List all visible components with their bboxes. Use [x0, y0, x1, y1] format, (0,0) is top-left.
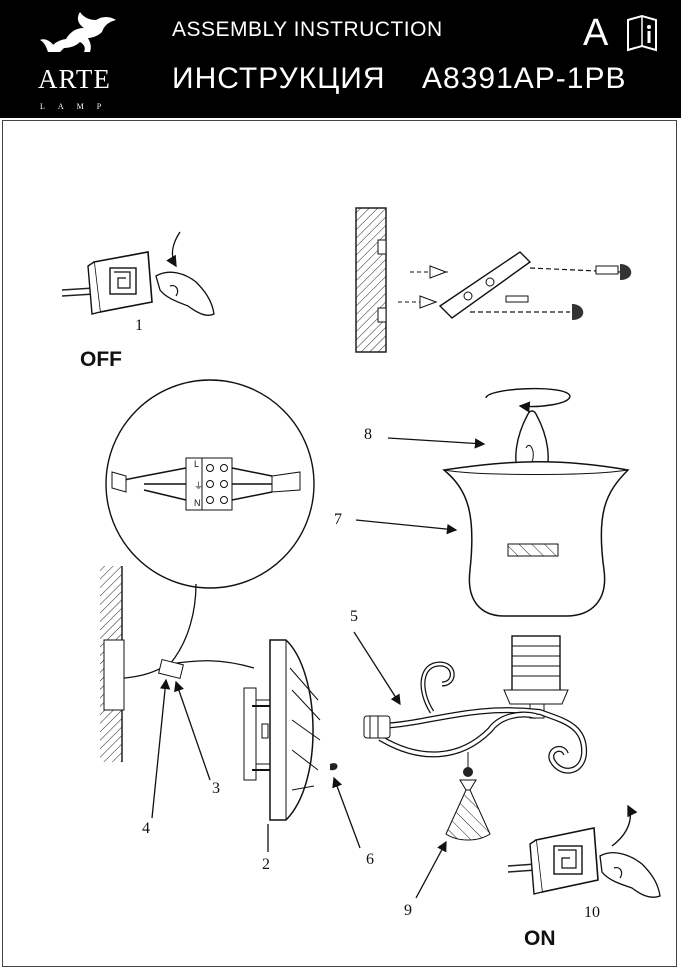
brand-name: ARTE [38, 64, 111, 94]
ground-symbol: ⏚ [194, 481, 203, 491]
callout-leaders [151, 678, 447, 899]
book-info-icon [627, 14, 657, 52]
wall-mount-illustration [355, 207, 632, 353]
callout-4: 4 [142, 820, 150, 837]
griffin-logo-icon [40, 12, 116, 52]
title-english: ASSEMBLY INSTRUCTION [172, 18, 443, 41]
callout-10: 10 [584, 904, 600, 921]
switch-off-illustration [61, 231, 215, 316]
callout-8: 8 [364, 426, 372, 443]
callout-2: 2 [262, 856, 270, 873]
lamp-arm-illustration [353, 631, 588, 841]
terminal-label-n: N [194, 498, 201, 508]
callout-6: 6 [366, 851, 374, 868]
wall-wiring-illustration [100, 566, 255, 762]
model-number: A8391AP-1PB [422, 62, 627, 95]
on-label: ON [524, 927, 556, 950]
language-letter: A [583, 12, 609, 54]
callout-3: 3 [212, 780, 220, 797]
terminal-label-l: L [194, 459, 199, 469]
brand-logo: ARTE LAMP [18, 6, 128, 111]
diagram-frame [2, 120, 677, 967]
bulb-and-shade-illustration [355, 387, 630, 617]
callout-5: 5 [350, 608, 358, 625]
title-russian: ИНСТРУКЦИЯ [172, 62, 386, 95]
switch-on-illustration [507, 804, 661, 898]
header-bar: ARTE LAMP ASSEMBLY INSTRUCTION ИНСТРУКЦИ… [0, 0, 681, 118]
callout-7: 7 [334, 511, 342, 528]
brand-subtitle: LAMP [40, 102, 115, 111]
callout-9: 9 [404, 902, 412, 919]
canopy-illustration [243, 639, 338, 821]
callout-1: 1 [135, 317, 143, 334]
off-label: OFF [80, 348, 122, 371]
wiring-detail-illustration: L ⏚ N [105, 379, 315, 589]
